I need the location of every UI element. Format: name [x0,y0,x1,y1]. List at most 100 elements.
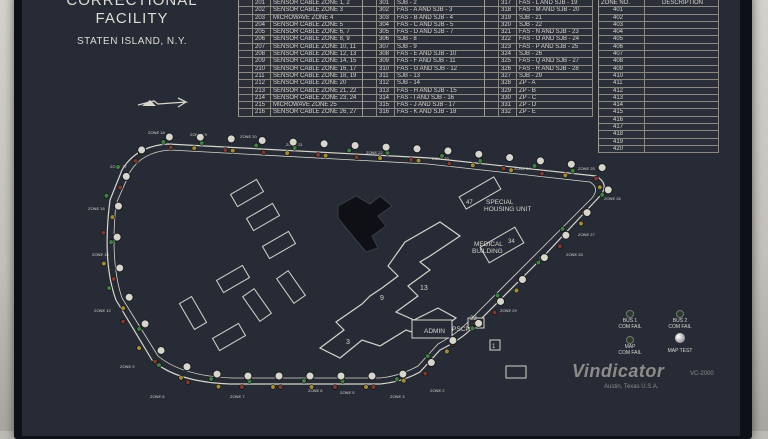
zone-row: 410 [599,72,719,81]
sensor-junction-icon [474,149,484,159]
zone-indicator-led [508,167,514,173]
label-medical: MEDICAL [474,241,503,248]
zone-label: ZONE 29 [500,308,517,313]
zone-number: 402 [599,14,645,21]
zone-label: ZONE 27 [578,232,595,237]
zone-led-cell [363,29,377,36]
zone-number: 319 [499,14,517,21]
label-bldg-23: 23 [470,316,477,322]
zone-number: 310 [377,65,395,72]
vindicator-logo: Vindicator [572,361,665,381]
sensor-junction-icon [195,132,205,142]
sensor-junction-icon [443,146,453,156]
zone-label: ZONE 15 [92,252,109,257]
zone-description: FAS - Q AND SJB - 27 [517,58,593,65]
zone-label: ZONE 9 [120,364,135,369]
zone-led-cell [363,21,377,29]
zone-led-cell [363,102,377,109]
sensor-junction-icon [597,163,607,173]
zone-led-cell [363,65,377,72]
dorm-building [178,295,208,331]
zone-led-cell [485,51,499,58]
zone-row: 406 [599,43,719,52]
zone-number: 324 [499,51,517,58]
zone-number: 305 [377,29,395,36]
sensor-junction-icon [539,253,549,263]
zone-row: 412 [599,87,719,95]
zone-number: 411 [599,80,645,87]
zone-led-cell [363,7,377,14]
zone-indicator-led [315,152,321,158]
label-bldg-34: 34 [508,239,515,245]
zone-description [645,43,719,51]
zone-row: 419 [599,138,719,146]
zone-row: 420 [599,145,719,154]
building-medical [479,226,525,264]
zone-number: 312 [377,80,395,87]
map-test-button[interactable] [675,333,685,343]
zone-description [645,131,719,138]
zone-number: 311 [377,72,395,80]
zone-number: 331 [499,102,517,109]
zone-description [645,58,719,65]
zone-number: 313 [377,87,395,94]
zone-number: 212 [253,80,271,87]
inner-fence [113,149,596,379]
zone-number: 329 [499,87,517,94]
zone-row: 411 [599,80,719,88]
sensor-junction-icon [243,371,253,381]
zone-row: 414 [599,102,719,110]
zone-indicator-led [570,168,576,174]
dorm-building [241,288,273,322]
sensor-junction-icon [603,185,613,195]
zone-led-cell [363,80,377,87]
zone-led-cell [485,65,499,72]
zone-number: 216 [253,109,271,116]
brand-model: VC-2000 [690,371,714,377]
zone-description: ZP - C [517,94,593,102]
sensor-junction-icon [164,132,174,142]
label-bldg-3: 3 [346,339,350,346]
zone-indicator-led [562,172,568,178]
sensor-junction-icon [336,371,346,381]
sensor-junction-icon [412,144,422,154]
zone-indicator-led [539,170,545,177]
zone-indicator-led [370,384,377,390]
header-zone-no: ZONE NO. [599,0,645,7]
sensor-junction-icon [398,369,408,379]
zone-led-cell [363,87,377,94]
facility-location: STATEN ISLAND, N.Y. [76,36,188,47]
zone-label: ZONE 20 [240,134,257,139]
zone-number: 309 [377,58,395,65]
zone-number: 410 [599,72,645,80]
zone-indicator-led [578,220,584,227]
zone-description [645,21,719,29]
zone-number: 210 [253,65,271,72]
zone-label: ZONE 5 [340,390,355,395]
zone-label: ZONE 2 [430,388,445,393]
zone-led-cell [239,21,253,29]
zone-indicator-led [535,259,542,266]
zone-description [645,102,719,109]
zone-indicator-led [253,142,259,149]
zone-indicator-led [322,152,329,159]
zone-indicator-led [277,384,284,390]
map-fail-led [626,336,634,344]
zone-indicator-led [185,379,191,385]
zone-description: FAS - M AND SJB - 20 [517,7,593,14]
zone-indicator-led [444,348,450,355]
zone-indicator-led [109,214,116,220]
zone-number: 408 [599,58,645,65]
zone-led-cell [239,72,253,80]
zone-indicator-led [557,243,563,249]
zone-indicator-led [301,378,307,384]
north-arrow-icon [137,97,188,108]
zone-description [645,116,719,124]
